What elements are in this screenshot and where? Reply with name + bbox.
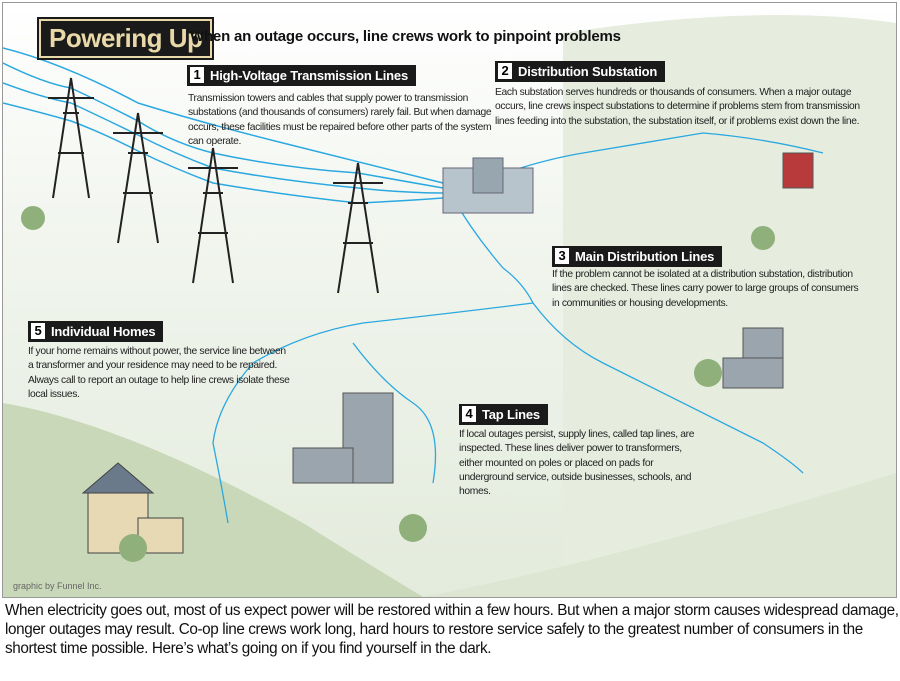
transmission-towers (48, 77, 383, 294)
section-4-header: 4 Tap Lines (459, 404, 548, 425)
section-1-text: Transmission towers and cables that supp… (188, 93, 492, 147)
section-number: 5 (31, 323, 45, 339)
section-number: 1 (190, 67, 204, 83)
infographic-frame: Powering Up When an outage occurs, line … (2, 2, 897, 598)
section-5-header: 5 Individual Homes (28, 321, 164, 342)
page-title: Powering Up (36, 17, 215, 60)
section-3-header: 3 Main Distribution Lines (552, 246, 723, 267)
distribution-lines (212, 132, 824, 524)
section-number: 3 (555, 248, 569, 264)
buildings (292, 152, 814, 484)
section-number: 4 (462, 406, 476, 422)
section-2-text: Each substation serves hundreds or thous… (495, 87, 860, 127)
section-number: 2 (498, 63, 512, 79)
section-5-text: If your home remains without power, the … (28, 346, 290, 400)
section-1-header: 1 High-Voltage Transmission Lines (187, 65, 416, 86)
section-3-text: If the problem cannot be isolated at a d… (552, 269, 859, 309)
caption: When electricity goes out, most of us ex… (5, 602, 899, 657)
illustration (3, 15, 896, 597)
section-title: Individual Homes (51, 324, 156, 339)
credit: graphic by Funnel Inc. (13, 581, 102, 591)
section-2-header: 2 Distribution Substation (495, 61, 666, 82)
section-title: High-Voltage Transmission Lines (210, 68, 408, 83)
section-4-text: If local outages persist, supply lines, … (459, 429, 695, 498)
section-title: Main Distribution Lines (575, 249, 715, 264)
trees (21, 206, 775, 562)
section-title: Distribution Substation (518, 64, 658, 79)
ground (3, 473, 896, 597)
section-title: Tap Lines (482, 407, 540, 422)
substation (442, 157, 534, 214)
page-subtitle: When an outage occurs, line crews work t… (190, 28, 621, 45)
